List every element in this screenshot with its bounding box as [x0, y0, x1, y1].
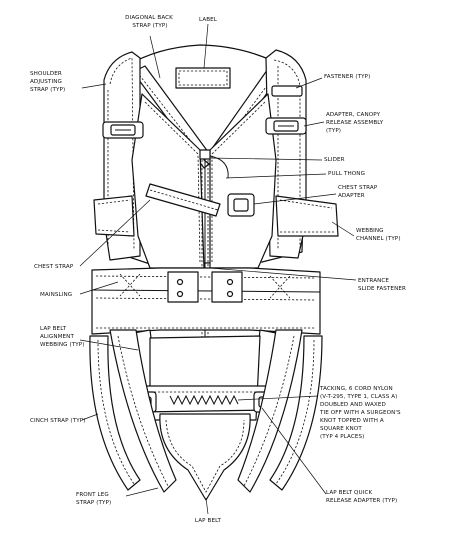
label-adapter-canopy: ADAPTER, CANOPY RELEASE ASSEMBLY (TYP): [326, 112, 385, 134]
tacking-stitch: [169, 394, 239, 406]
canopy-release-adapter-right: [265, 117, 307, 135]
label-lap-belt: LAP BELT: [195, 518, 222, 524]
callout-labels: DIAGONAL BACK STRAP (TYP) LABEL SHOULDER…: [30, 15, 406, 524]
callout-leaders: [79, 23, 357, 515]
label-pull-thong: PULL THONG: [328, 171, 365, 177]
canopy-release-adapter-left: [102, 121, 144, 139]
label-webbing-channel: WEBBING CHANNEL (TYP): [356, 228, 401, 242]
label-lap-belt-alignment: LAP BELT ALIGNMENT WEBBING (TYP): [40, 326, 85, 348]
webbing-channel-left: [93, 195, 135, 237]
label-slider: SLIDER: [324, 157, 345, 163]
label-cinch-strap: CINCH STRAP (TYP): [30, 418, 86, 424]
chest-strap: [145, 183, 221, 217]
label-diagonal-back-strap: DIAGONAL BACK STRAP (TYP): [125, 15, 175, 29]
front-leg-strap-right: [237, 329, 303, 493]
cinch-strap-right: [269, 335, 323, 491]
cinch-strap-left: [89, 335, 141, 491]
label-lap-belt-quick-release: LAP BELT QUICK RELEASE ADAPTER (TYP): [326, 490, 397, 504]
label-mainsling: MAINSLING: [40, 292, 72, 298]
label-front-leg-strap: FRONT LEG STRAP (TYP): [76, 492, 111, 506]
slider: [199, 149, 211, 160]
label-chest-strap: CHEST STRAP: [34, 264, 74, 270]
mainsling-snap-left: [167, 271, 199, 303]
label-chest-strap-adapter: CHEST STRAP ADAPTER: [338, 185, 379, 199]
label-label: LABEL: [199, 17, 218, 23]
crotch-panel: [159, 413, 251, 501]
pull-thong: [209, 155, 229, 179]
label-patch: [175, 67, 231, 89]
label-shoulder-adjusting-strap: SHOULDER ADJUSTING STRAP (TYP): [30, 71, 65, 93]
mainsling-snap-right: [211, 271, 243, 303]
label-fastener: FASTENER (TYP): [324, 74, 370, 80]
chest-strap-adapter: [227, 193, 255, 217]
webbing-channel-right: [275, 195, 339, 237]
label-tacking: TACKING, 6 CORD NYLON (V-T-295, TYPE 1, …: [319, 386, 403, 440]
label-entrance-slide-fastener: ENTRANCE SLIDE FASTENER: [358, 278, 406, 292]
fastener: [271, 85, 303, 97]
harness-drawing: [89, 44, 339, 501]
front-leg-strap-left: [109, 329, 177, 493]
